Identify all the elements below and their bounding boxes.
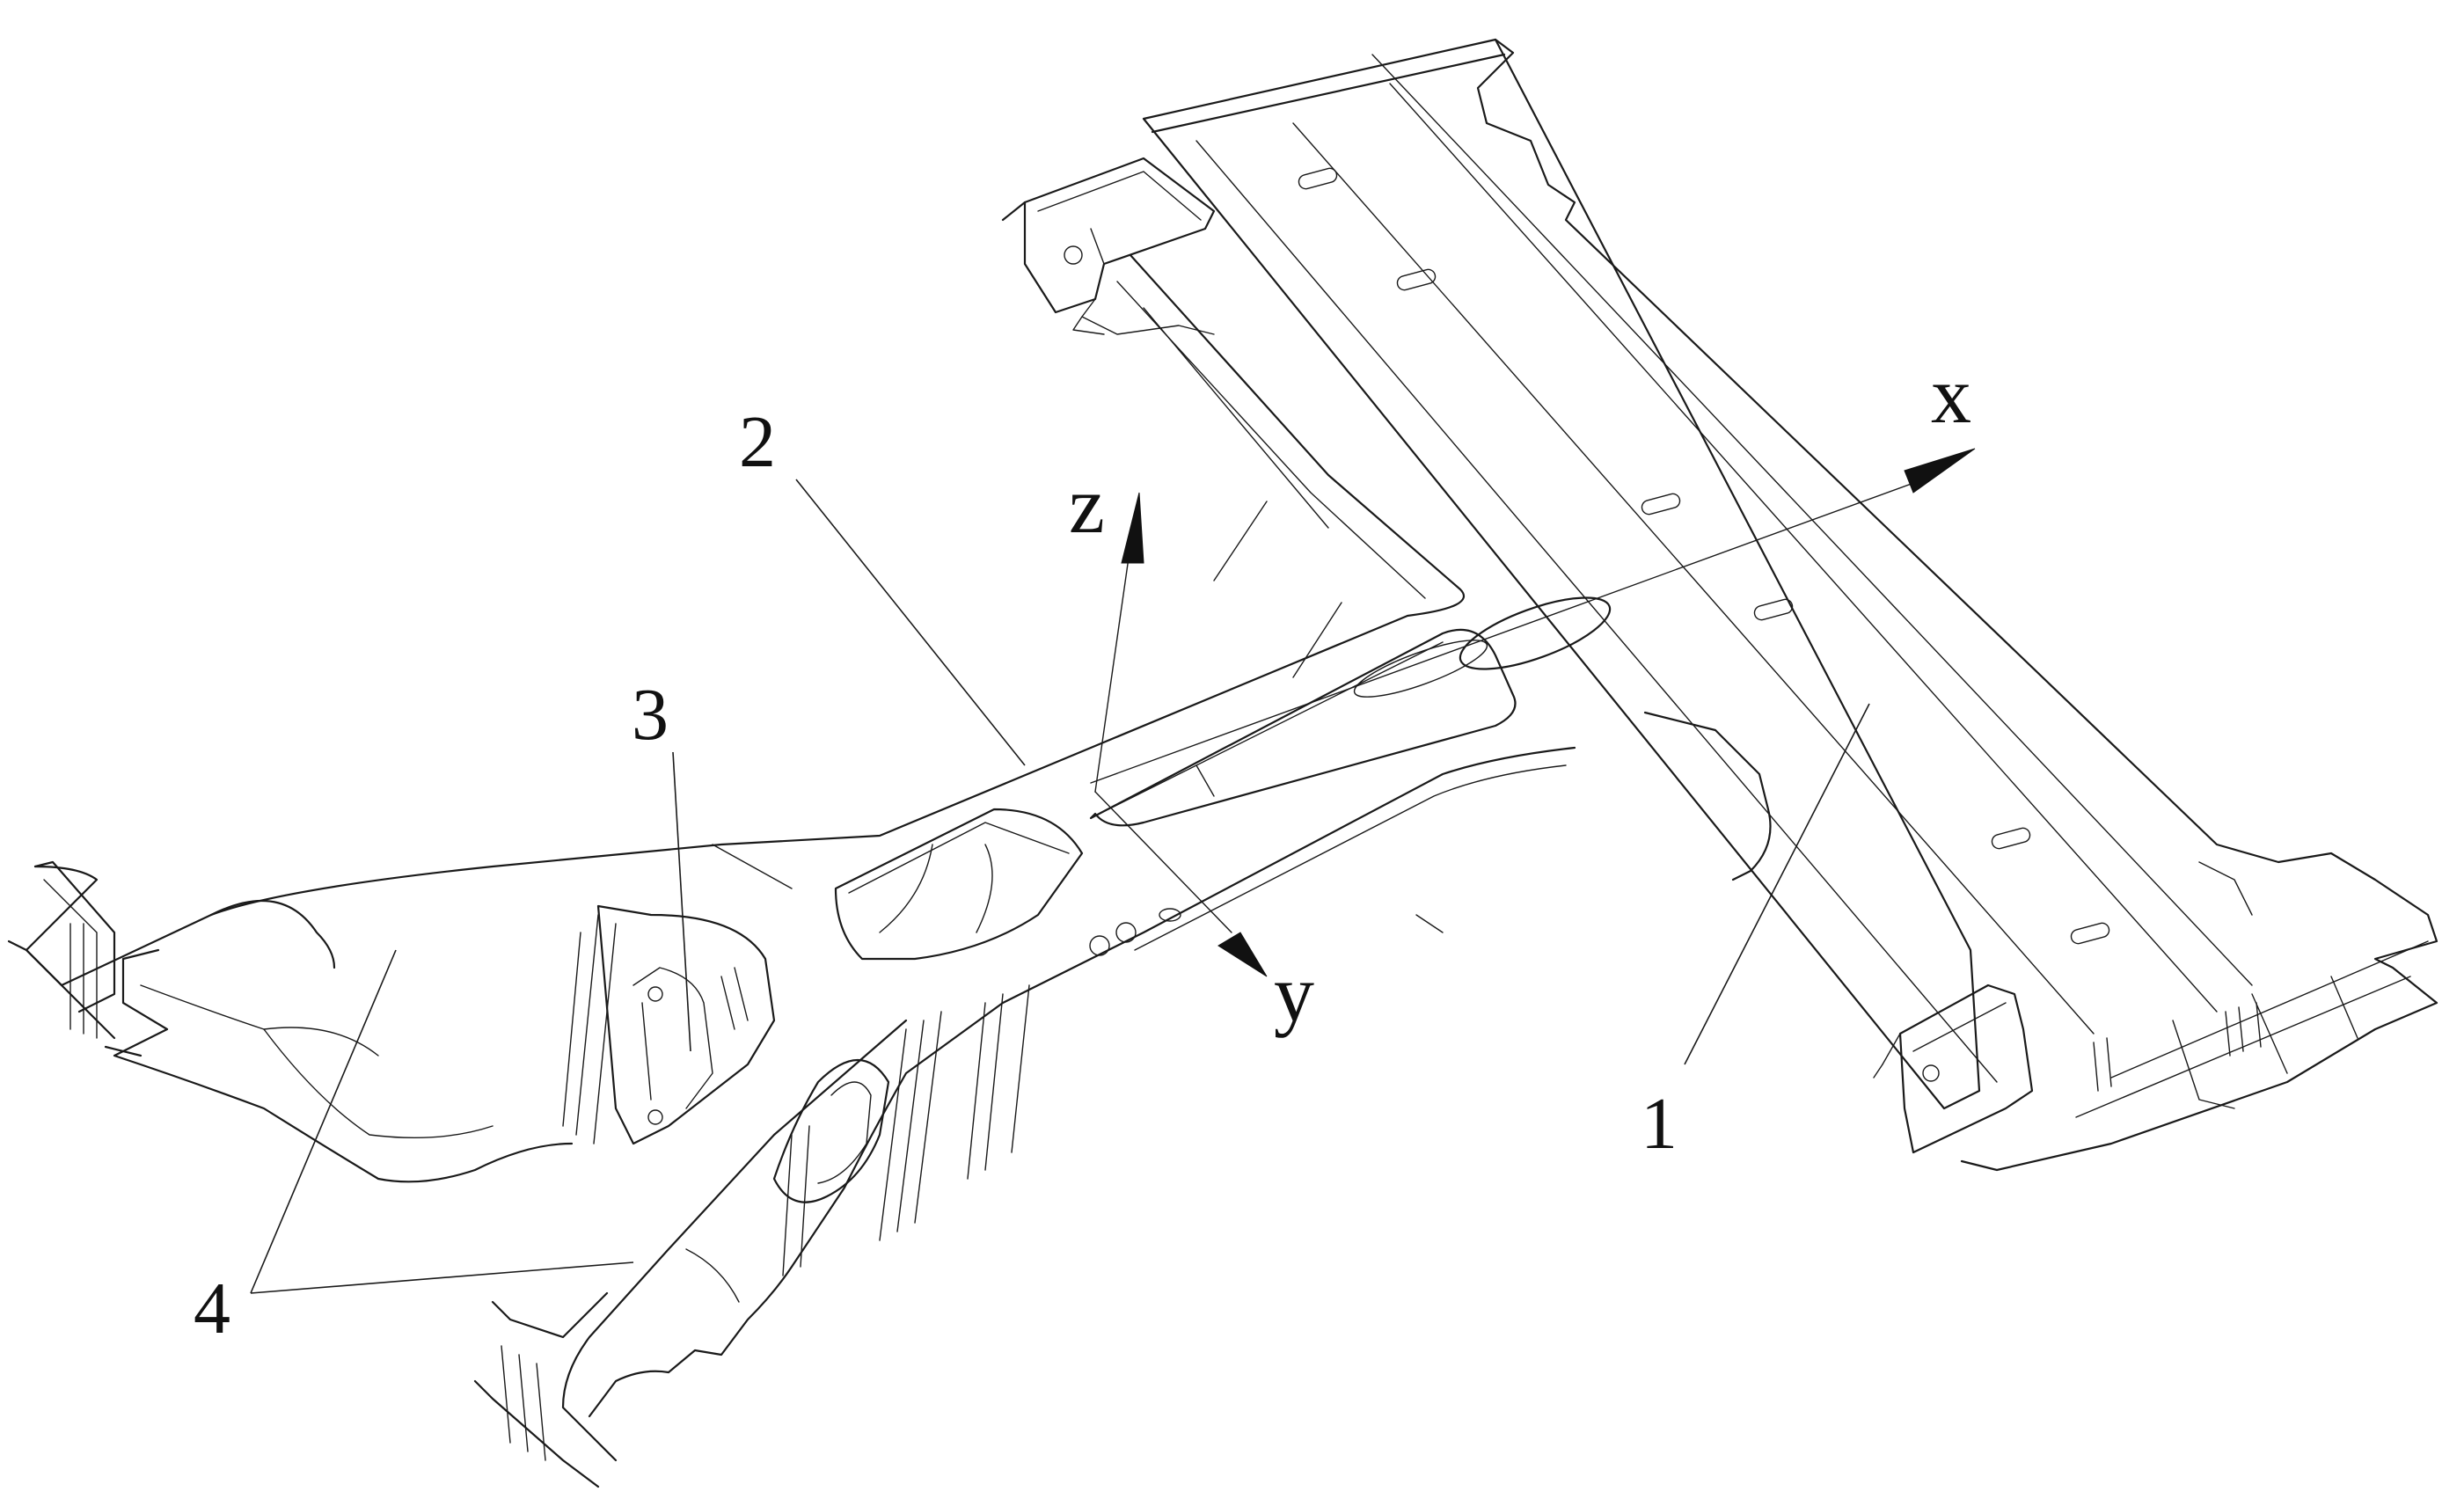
legs [9,862,1029,1487]
leader-line-4b [251,1262,633,1293]
z-axis-line [1095,545,1130,792]
axis-label-z: z [1069,460,1105,550]
leader-line-3 [673,752,691,1051]
y-axis-arrowhead [1218,932,1267,976]
leader-line-2 [796,479,1025,765]
axis-label-x: x [1931,350,1971,440]
cross-member [1003,40,2437,1170]
leader-line-1 [1685,704,1869,1064]
part-label-1: 1 [1641,1083,1678,1165]
z-axis-arrowhead [1122,493,1144,563]
part-label-3: 3 [632,674,669,756]
coordinate-axes [1091,449,1975,976]
x-axis-arrowhead [1905,449,1975,493]
x-axis-line [1091,475,1935,783]
part-label-4: 4 [194,1268,230,1349]
part-label-2: 2 [739,401,776,483]
labels: 1 2 3 4 x y z [194,350,1971,1349]
longitudinal-body [26,255,1771,1416]
leader-line-4a [251,950,396,1293]
bracket [563,906,774,1144]
leader-lines [251,479,1869,1293]
y-axis-line [1095,792,1232,932]
axis-label-y: y [1274,948,1314,1038]
